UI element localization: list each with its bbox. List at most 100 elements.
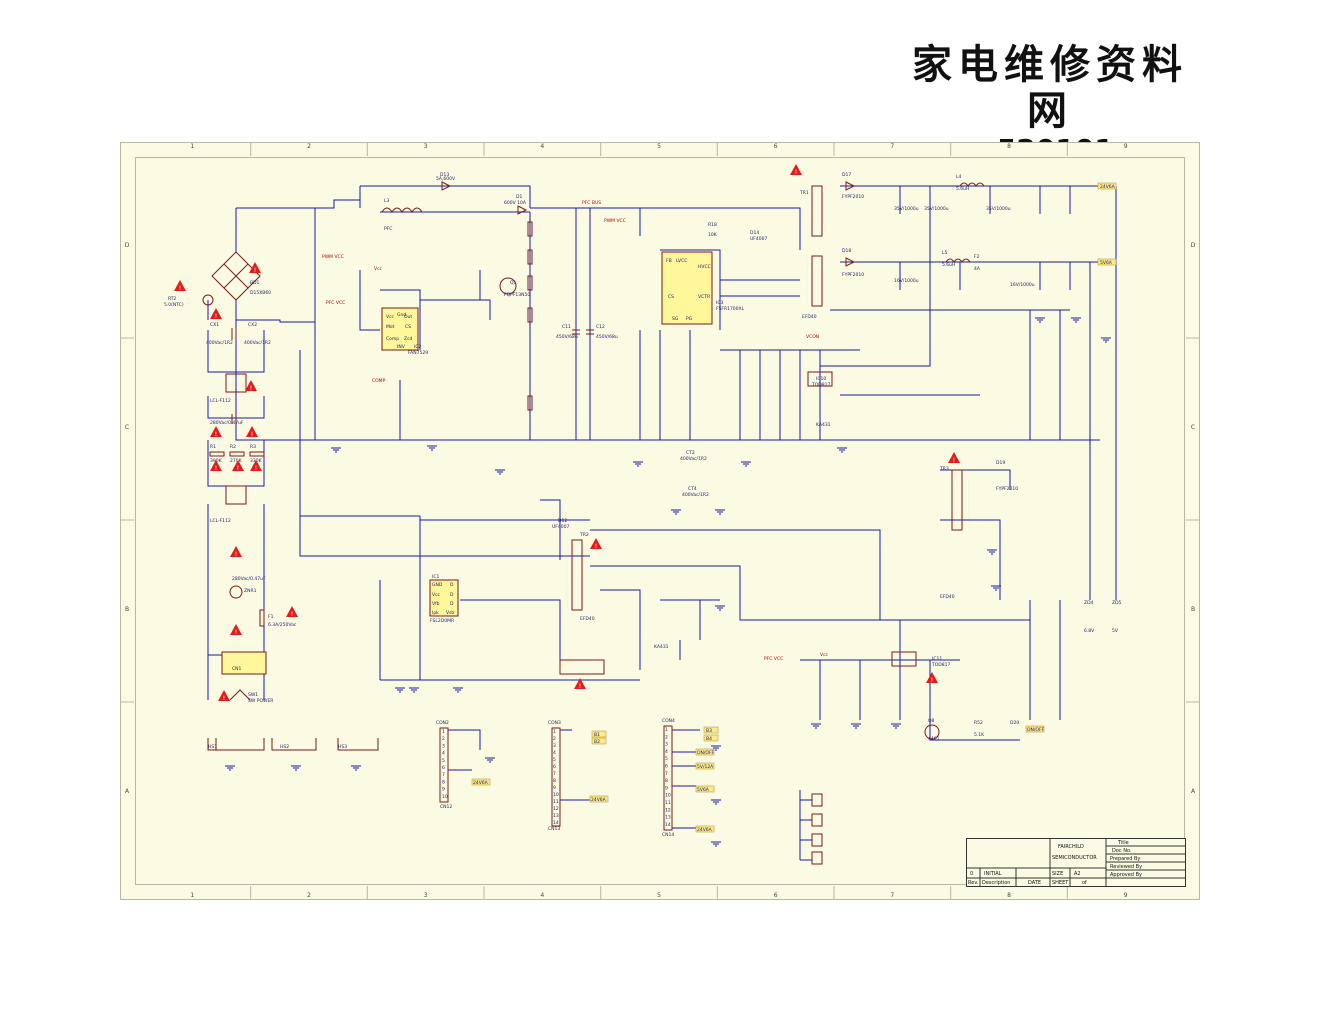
ic1-pin-d3: D (450, 601, 454, 607)
net-label-cn14-56: 5V6A (697, 787, 710, 793)
input-stage-wires (207, 199, 590, 700)
d13-value: 5A,600V (436, 176, 456, 182)
ic2-part: FAN7529 (408, 350, 428, 356)
title-block-size-value: A2 (1074, 871, 1081, 877)
warning-mark: ! (215, 431, 217, 438)
tr1-ref: TR1 (799, 190, 809, 196)
cx1-ref: CX1 (210, 322, 219, 328)
cn14-pins-pin: 10 (665, 793, 671, 799)
cn14-ref: CN14 (662, 832, 674, 838)
warning-icon (230, 624, 242, 635)
ic3-pin-fb: FB (666, 258, 672, 264)
d19-part: FYPF2010 (996, 486, 1018, 492)
c4-value: 280Vac/0.47uF (210, 420, 244, 426)
warning-icon (926, 672, 938, 683)
varistor-ref: ZNR1 (244, 588, 257, 594)
zone-column-9-top: 9 (1124, 143, 1128, 150)
warning-icon (574, 678, 586, 689)
cx2-value: 400Vac/1R2 (244, 340, 271, 346)
q8-part: 4401 (928, 736, 940, 742)
title-block-desc-value: INITIAL (984, 871, 1002, 877)
cn12-ref: CN12 (440, 804, 452, 810)
r2-ref: R2 (230, 444, 236, 450)
cn13-pins-pin: 12 (553, 806, 559, 812)
standby-stage-wires (379, 469, 1061, 741)
ic2-pin-8: Gnd (397, 312, 406, 318)
title-block-of-label: of (1082, 880, 1087, 886)
d14-part: UF4007 (750, 236, 767, 242)
ic3-ref: IC3 (716, 300, 723, 306)
title-block-sheet-label: SHEET (1052, 880, 1069, 886)
cn13-pins-pin: 14 (553, 820, 559, 826)
title-block-rev-value: 0 (970, 871, 973, 877)
l4-ref: L4 (956, 174, 962, 180)
component-labels: BD1 D15XB60 RT2 5.0(NTC) CX1 400Vac/1R2 … (164, 172, 1122, 750)
warning-icon (250, 460, 262, 471)
ic1-pin-gnd: GND (432, 582, 443, 588)
tr1-part: EFD40 (802, 314, 817, 320)
zd5-value: 5V (1112, 628, 1119, 634)
d18-part: FYPF2010 (842, 272, 864, 278)
ic2-pin-3: Comp (386, 336, 399, 342)
net-label-cn12-24v: 24V6A (473, 780, 489, 786)
net-label-vcc-2: Vcc (820, 652, 829, 658)
cn12-pins-pin: 6 (442, 765, 445, 771)
cn13-ref: CN13 (548, 826, 560, 832)
zone-column-3-top: 3 (424, 143, 428, 150)
net-label-pfc-bus: PFC BUS (582, 200, 601, 206)
r3-ref: R3 (250, 444, 256, 450)
zone-column-9-bottom: 9 (1124, 892, 1128, 899)
zone-row-B-right: B (1191, 606, 1195, 613)
ic3-pin-pg: PG (686, 316, 693, 322)
ic1-block: GND Vcc Vfb Ipk D D D Vstr IC1 FSL2D0MR (429, 574, 459, 624)
net-label-pfc-vcc-2: PFC VCC (764, 656, 783, 662)
ic3-pin-vctr: VCTR (698, 294, 710, 300)
ic7-part: KA431 (654, 644, 669, 650)
cn13-pins-pin: 2 (553, 736, 556, 742)
cn12-pins-pin: 3 (442, 743, 445, 749)
ic2-ref: IC2 (414, 344, 421, 350)
ic2-pin-1: Vcc (386, 314, 395, 320)
warning-mark: ! (931, 677, 933, 684)
zone-column-2-bottom: 2 (307, 892, 311, 899)
line-filter-2: LCL-F112 (210, 518, 231, 524)
ic11-ref: IC11 (932, 656, 942, 662)
zone-column-1-bottom: 1 (190, 892, 194, 899)
title-block-doc-no: Doc No. (1112, 848, 1132, 854)
warning-mark: ! (579, 683, 581, 690)
ntc-ref: RT2 (168, 296, 177, 302)
warning-icon (246, 426, 258, 437)
warning-mark: ! (795, 169, 797, 176)
net-label-cn14-onoff: ON/OFF (697, 750, 715, 756)
switch-value: SW POWER (248, 698, 273, 704)
warning-icon (210, 460, 222, 471)
cn14-pins-pin: 2 (665, 734, 668, 740)
cn14-pins-pin: 9 (665, 785, 668, 791)
tr3-part: EFD40 (940, 594, 955, 600)
l3-ref: L3 (384, 198, 390, 204)
hs1-ref: HS1 (208, 744, 217, 750)
ct4-ref: CT4 (688, 486, 697, 492)
output-stage-wires (830, 185, 1117, 600)
warning-mark: ! (223, 695, 225, 702)
cn12-pins-pin: 4 (442, 751, 445, 757)
title-block-desc-label: Description (982, 880, 1010, 886)
ic3-pin-hvcc: HVCC (698, 264, 711, 270)
warning-mark: ! (254, 267, 256, 274)
warning-icon (210, 308, 222, 319)
warning-mark: ! (291, 611, 293, 618)
c1-value: 280Vac/0.47uF (232, 576, 266, 582)
title-block-approved: Approved By (1110, 872, 1142, 878)
schematic-inner-border (135, 157, 1185, 885)
warning-icon (790, 164, 802, 175)
ic11-part: TOD817 (931, 662, 950, 668)
switch-ref: SW1 (248, 692, 258, 698)
cn14-pins-pin: 14 (665, 822, 671, 828)
warning-icon (249, 262, 261, 273)
ic3-pin-cs: CS (668, 294, 674, 300)
d12-ref: D12 (558, 518, 567, 524)
ic1-pin-ipk: Ipk (432, 610, 439, 616)
zd5-ref: ZD5 (1112, 600, 1122, 606)
ground-symbols (225, 317, 1111, 847)
